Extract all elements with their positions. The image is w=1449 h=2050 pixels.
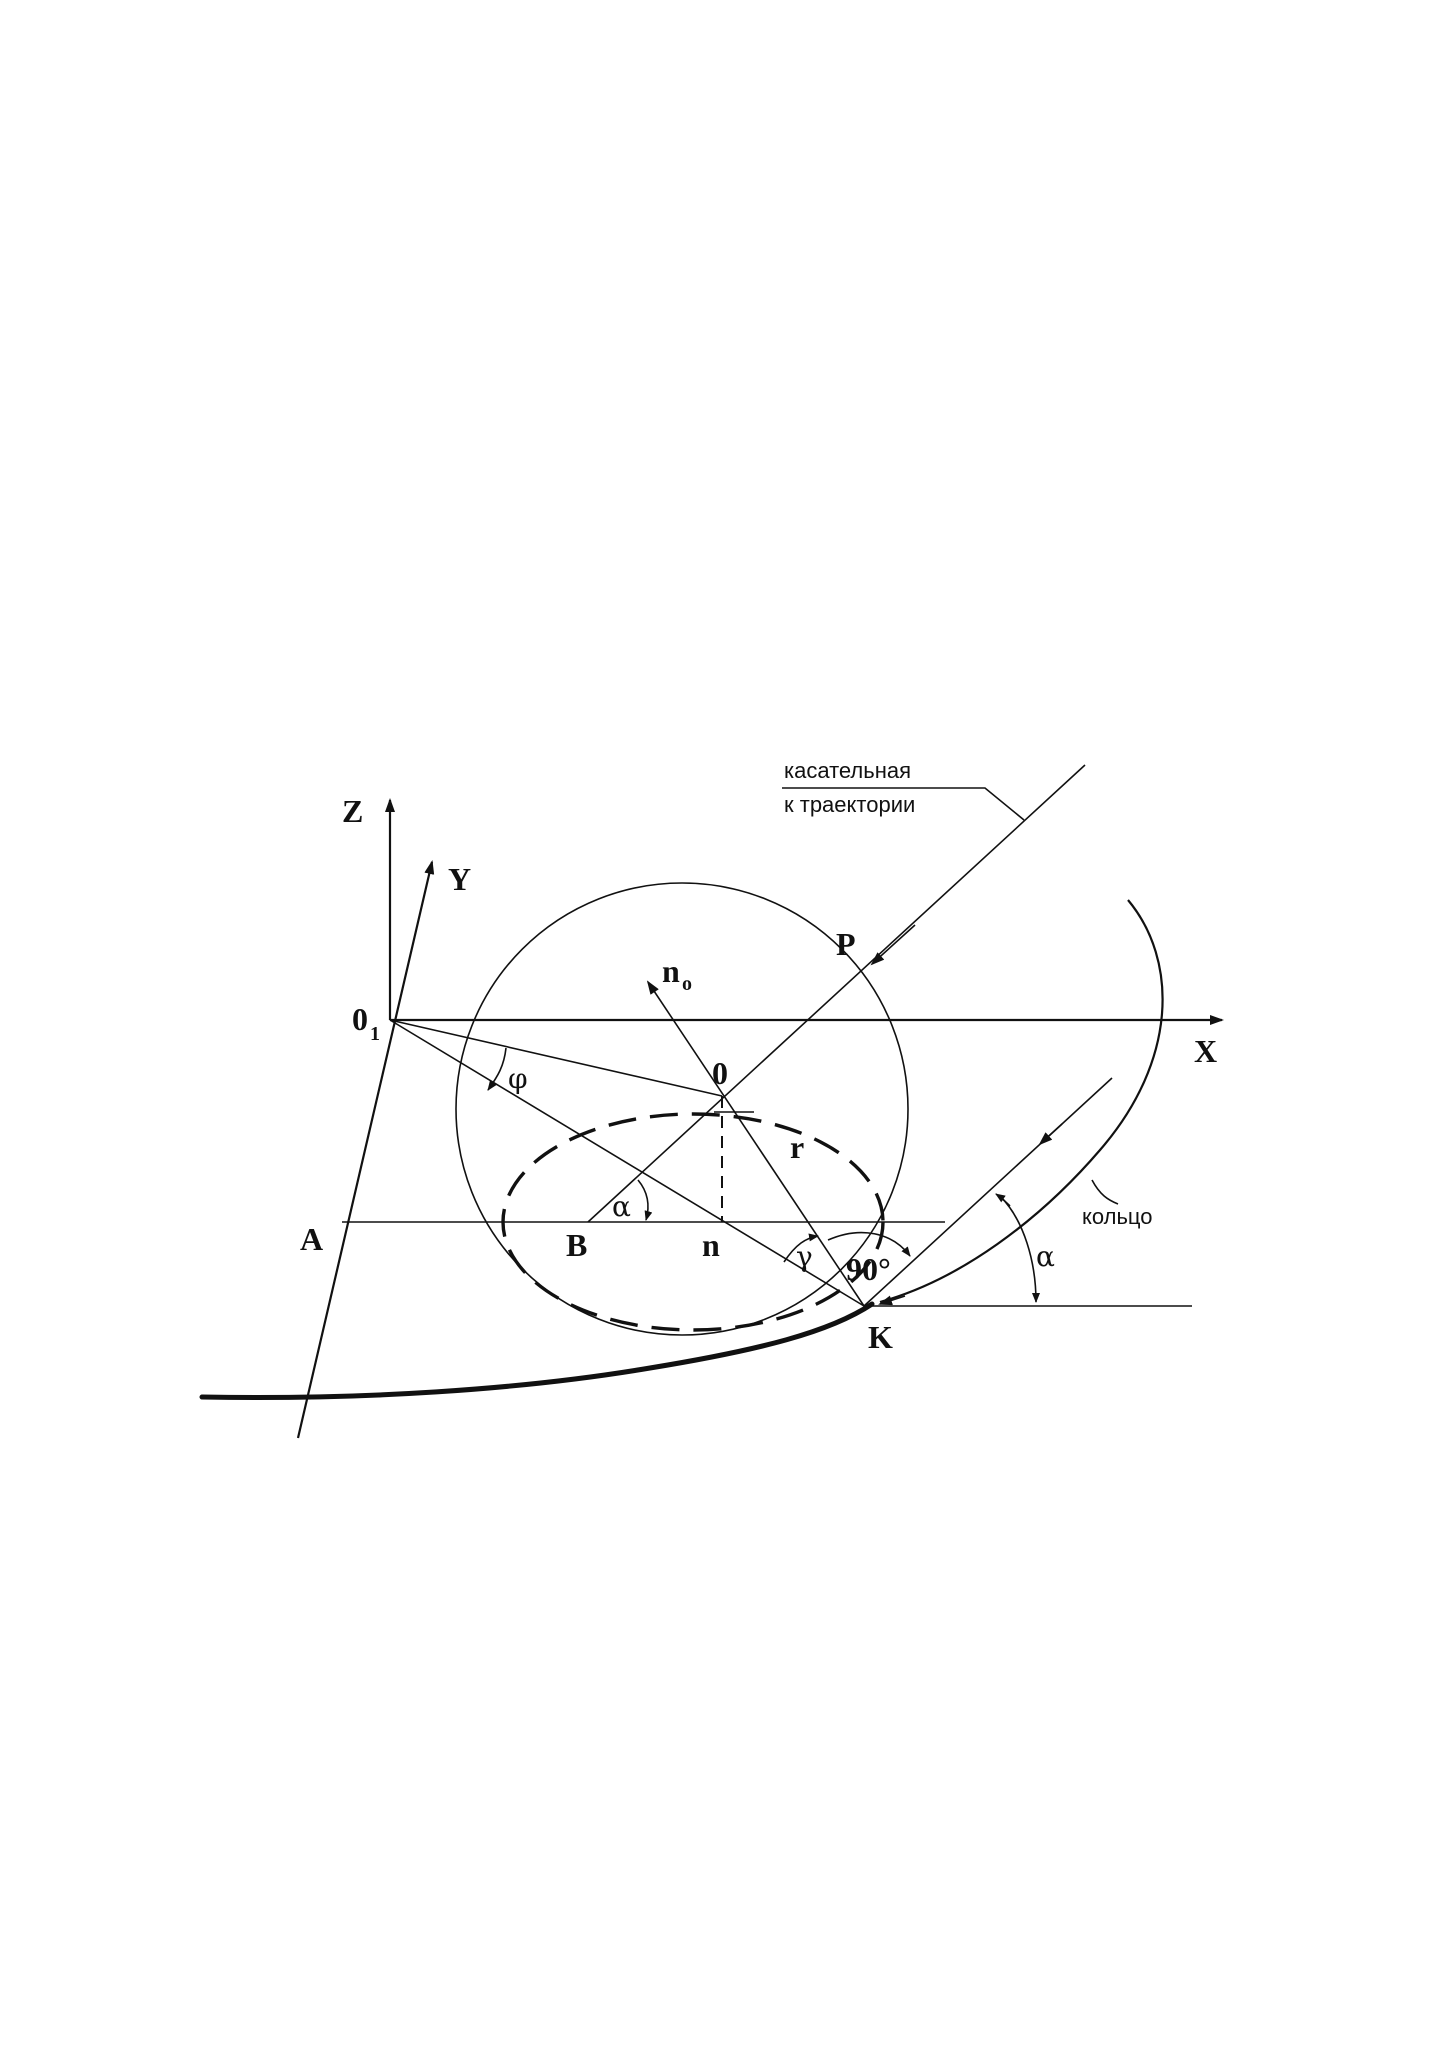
y-axis-line xyxy=(296,860,435,1439)
label-alpha-outer: α xyxy=(1036,1240,1055,1273)
angle-right-arc xyxy=(827,1231,911,1257)
label-x: X xyxy=(1194,1033,1217,1069)
label-z: Z xyxy=(342,793,363,829)
label-y: Y xyxy=(448,861,471,897)
trajectory-curve xyxy=(199,1301,875,1401)
label-gamma: γ xyxy=(796,1240,813,1273)
angle-alpha-inner-arc xyxy=(637,1179,653,1221)
angle-alpha-outer-arc xyxy=(999,1195,1040,1303)
label-normal: n xyxy=(662,953,680,989)
annotation-tangent-2: к траектории xyxy=(784,792,915,817)
label-alpha-inner: α xyxy=(612,1190,631,1223)
label-origin-sub: 1 xyxy=(370,1023,380,1045)
normal-line xyxy=(646,980,865,1307)
label-k: K xyxy=(868,1319,893,1355)
label-n: n xyxy=(702,1227,720,1263)
sphere-outline xyxy=(455,882,909,1336)
label-b: B xyxy=(566,1227,587,1263)
label-p: P xyxy=(836,926,856,962)
angle-phi-arc xyxy=(487,1047,507,1091)
ring-arrow xyxy=(878,1295,906,1306)
tangent-arrow xyxy=(870,924,916,966)
angle-gamma-arc xyxy=(783,1233,819,1263)
line-o1-k xyxy=(389,1019,865,1307)
label-origin: 0 xyxy=(352,1001,368,1037)
label-o: 0 xyxy=(712,1055,728,1091)
second-tangent-arrow xyxy=(1038,1123,1063,1146)
line-o1-o xyxy=(389,1019,723,1097)
contact-ellipse xyxy=(501,1112,885,1332)
ring-leader xyxy=(1091,1179,1119,1205)
label-a: A xyxy=(300,1221,323,1257)
label-90: 90° xyxy=(846,1251,891,1287)
tangent-leader xyxy=(782,787,1025,821)
label-normal-sub: o xyxy=(682,973,692,995)
annotation-ring: кольцо xyxy=(1082,1204,1153,1229)
annotation-tangent-1: касательная xyxy=(784,758,911,783)
label-r: r xyxy=(790,1129,804,1165)
ring-curve xyxy=(879,899,1164,1304)
label-phi: φ xyxy=(508,1062,528,1095)
tangent-line xyxy=(587,764,1086,1223)
angle-alpha-outer-arc-back xyxy=(995,1193,1011,1207)
second-tangent xyxy=(863,1077,1113,1307)
